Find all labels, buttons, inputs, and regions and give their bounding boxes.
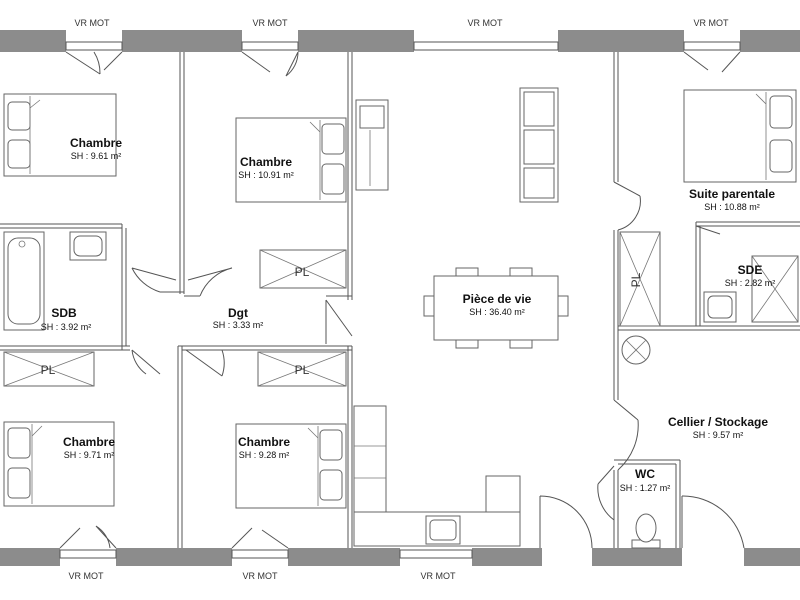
closet-label-4: PL [629, 272, 643, 287]
window-label-top-2: VR MOT [253, 18, 289, 28]
room-name: Cellier / Stockage [668, 415, 768, 429]
room-area: SH : 2.82 m² [725, 278, 776, 288]
window-swings [59, 51, 741, 549]
room-chambre-1: Chambre SH : 9.61 m² [70, 136, 122, 161]
window-label-bottom-3: VR MOT [421, 571, 457, 581]
room-name: Chambre [63, 435, 115, 449]
room-sde: SDE SH : 2.82 m² [725, 263, 776, 288]
window-labels: VR MOT VR MOT VR MOT VR MOT VR MOT VR MO… [69, 18, 730, 581]
window-label-top-4: VR MOT [694, 18, 730, 28]
closet-label-1: PL [295, 265, 310, 279]
room-dgt: Dgt SH : 3.33 m² [213, 306, 264, 330]
room-chambre-2: Chambre SH : 10.91 m² [238, 155, 294, 180]
room-name: Suite parentale [689, 187, 775, 201]
window-label-bottom-1: VR MOT [69, 571, 105, 581]
water-heater [621, 335, 651, 365]
dining-table [423, 267, 569, 349]
room-area: SH : 3.33 m² [213, 320, 264, 330]
room-area: SH : 9.28 m² [239, 450, 290, 460]
room-name: SDB [51, 306, 77, 320]
bed-suite [683, 89, 797, 183]
room-suite-parentale: Suite parentale SH : 10.88 m² [689, 187, 775, 212]
sofa [519, 87, 559, 203]
room-area: SH : 9.71 m² [64, 450, 115, 460]
room-name: WC [635, 467, 655, 481]
bathroom-fixtures [3, 231, 107, 331]
closet-label-3: PL [295, 363, 310, 377]
bed-chambre-3 [3, 421, 115, 507]
window-openings [59, 41, 741, 559]
interior-walls [0, 52, 800, 548]
room-area: SH : 10.91 m² [238, 170, 294, 180]
room-name: Dgt [228, 306, 248, 320]
room-cellier: Cellier / Stockage SH : 9.57 m² [668, 415, 768, 440]
room-piece-de-vie: Pièce de vie SH : 36.40 m² [463, 292, 532, 317]
room-area: SH : 1.27 m² [620, 483, 671, 493]
room-sdb: SDB SH : 3.92 m² [41, 306, 92, 332]
bed-chambre-4 [235, 423, 347, 509]
room-chambre-4: Chambre SH : 9.28 m² [238, 435, 290, 460]
room-name: Chambre [238, 435, 290, 449]
window-label-top-1: VR MOT [75, 18, 111, 28]
window-label-bottom-2: VR MOT [243, 571, 279, 581]
closets: PL PL PL PL [3, 231, 661, 387]
room-name: Chambre [240, 155, 292, 169]
tv-unit [355, 99, 389, 191]
room-name: Pièce de vie [463, 292, 532, 306]
bed-chambre-2 [235, 117, 347, 203]
bed-chambre-1 [3, 93, 117, 177]
room-area: SH : 10.88 m² [704, 202, 760, 212]
room-chambre-3: Chambre SH : 9.71 m² [63, 435, 115, 460]
closet-label-2: PL [41, 363, 56, 377]
room-name: SDE [738, 263, 763, 277]
room-area: SH : 36.40 m² [469, 307, 525, 317]
window-label-top-3: VR MOT [468, 18, 504, 28]
shower-room-fixtures [703, 255, 799, 323]
kitchen [353, 405, 521, 547]
interior-doors [131, 181, 745, 549]
room-labels: Chambre SH : 9.61 m² Chambre SH : 10.91 … [41, 136, 776, 493]
exterior-walls [0, 30, 800, 566]
room-area: SH : 9.61 m² [71, 151, 122, 161]
room-wc: WC SH : 1.27 m² [620, 467, 671, 493]
room-area: SH : 9.57 m² [693, 430, 744, 440]
room-name: Chambre [70, 136, 122, 150]
toilet [631, 513, 661, 549]
room-area: SH : 3.92 m² [41, 322, 92, 332]
